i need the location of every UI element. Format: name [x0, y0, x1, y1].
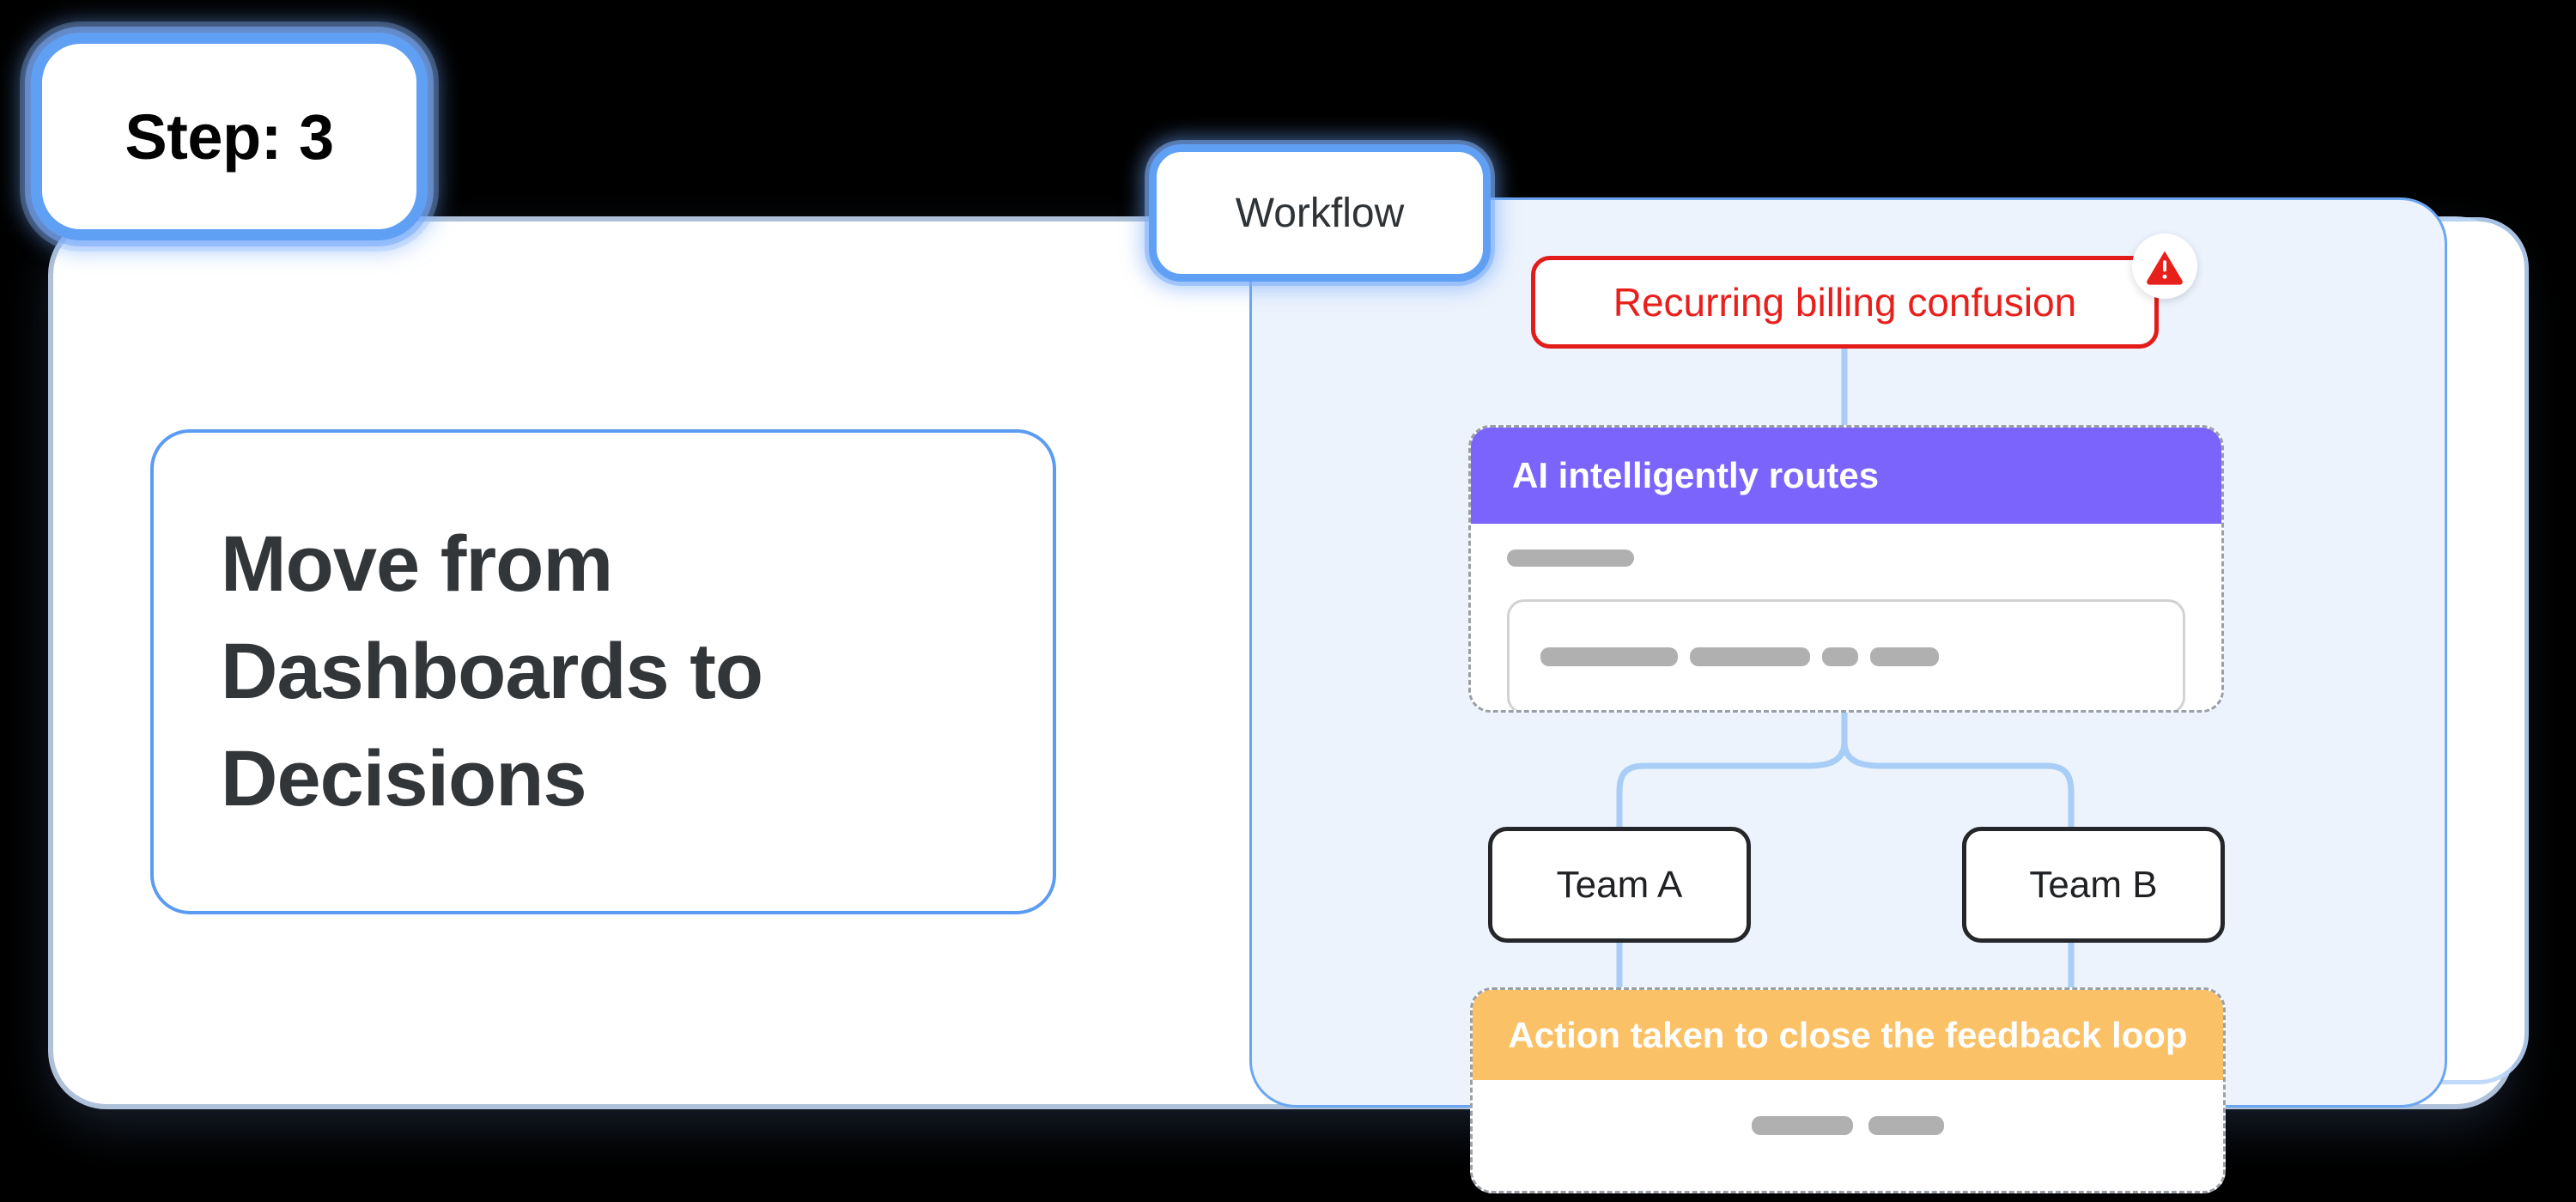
ai-router-card-body [1471, 524, 2221, 710]
action-card[interactable]: Action taken to close the feedback loop [1470, 987, 2226, 1193]
team-node-b[interactable]: Team B [1962, 827, 2225, 943]
placeholder-text-bar [1822, 647, 1858, 666]
team-node-b-label: Team B [2029, 863, 2158, 906]
step-badge: Step: 3 [31, 33, 428, 240]
title-card: Move from Dashboards to Decisions [150, 429, 1056, 914]
ai-router-card-title: AI intelligently routes [1512, 455, 1880, 495]
placeholder-text-bar [1868, 1116, 1944, 1135]
action-card-body [1473, 1080, 2223, 1191]
workflow-tab[interactable]: Workflow [1149, 144, 1491, 282]
alert-node-label: Recurring billing confusion [1613, 280, 2077, 325]
placeholder-text-bar [1752, 1116, 1853, 1135]
ai-router-input-field[interactable] [1507, 599, 2185, 710]
ai-router-card[interactable]: AI intelligently routes [1468, 425, 2224, 713]
workflow-tab-label: Workflow [1235, 190, 1405, 236]
placeholder-text-bar [1690, 647, 1810, 666]
alert-node[interactable]: Recurring billing confusion [1531, 256, 2159, 349]
action-card-header: Action taken to close the feedback loop [1473, 990, 2223, 1080]
placeholder-text-bar [1540, 647, 1678, 666]
placeholder-text-bar [1870, 647, 1939, 666]
action-card-title: Action taken to close the feedback loop [1508, 1014, 2188, 1055]
ai-router-card-header: AI intelligently routes [1471, 428, 2221, 524]
warning-triangle-icon [2132, 234, 2197, 299]
page-title: Move from Dashboards to Decisions [221, 519, 763, 823]
step-badge-label: Step: 3 [125, 100, 334, 173]
placeholder-label-bar [1507, 549, 1634, 567]
team-node-a[interactable]: Team A [1488, 827, 1751, 943]
team-node-a-label: Team A [1556, 863, 1683, 906]
